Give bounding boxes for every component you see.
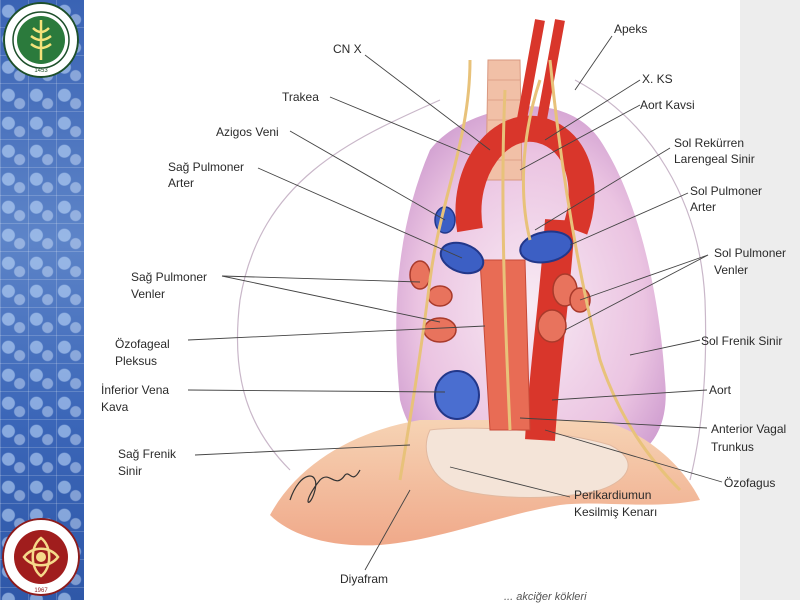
label-sag-pulmoner-arter-2: Arter bbox=[168, 176, 195, 190]
label-trakea: Trakea bbox=[282, 90, 319, 104]
label-sol-frenik-sinir: Sol Frenik Sinir bbox=[701, 334, 783, 348]
page-edge bbox=[740, 0, 800, 600]
label-perikardium-2: Kesilmiş Kenarı bbox=[574, 505, 658, 519]
svg-text:1453: 1453 bbox=[34, 68, 48, 74]
label-sag-frenik-1: Sağ Frenik bbox=[118, 447, 177, 461]
label-inferior-vena-kava-1: İnferior Vena bbox=[101, 383, 170, 397]
label-diyafram: Diyafram bbox=[340, 572, 389, 586]
label-sag-pulmoner-arter-1: Sağ Pulmoner bbox=[168, 160, 245, 174]
label-sol-rekurren-1: Sol Rekürren bbox=[674, 136, 745, 150]
label-anterior-vagal-2: Trunkus bbox=[711, 440, 754, 454]
label-sol-pulmoner-arter-2: Arter bbox=[690, 200, 717, 214]
carotid-arteries bbox=[515, 19, 565, 131]
label-aort-kavsi: Aort Kavsi bbox=[640, 98, 695, 112]
cerrahpasa-faculty-seal-icon: 1967 bbox=[2, 518, 80, 596]
left-lung-outline bbox=[574, 79, 707, 481]
label-anterior-vagal-1: Anterior Vagal bbox=[711, 422, 787, 436]
anatomy-diagram: Apeks CN X X. KS Trakea Aort Kavsi Azigo… bbox=[84, 0, 800, 603]
label-sol-pulmoner-venler-2: Venler bbox=[714, 263, 749, 277]
inferior-vena-cava bbox=[434, 370, 480, 420]
label-azigos-veni: Azigos Veni bbox=[216, 125, 279, 139]
label-perikardium-1: Perikardiumun bbox=[574, 488, 652, 502]
svg-text:1967: 1967 bbox=[34, 588, 48, 594]
istanbul-university-seal-icon: 1453 bbox=[3, 2, 79, 78]
label-ozofageal-pleksus-2: Pleksus bbox=[115, 354, 158, 368]
label-sol-pulmoner-venler-1: Sol Pulmoner bbox=[714, 246, 787, 260]
bottom-cut-caption: ... akciğer kökleri bbox=[504, 591, 587, 603]
label-sag-pulmoner-venler-2: Venler bbox=[131, 287, 166, 301]
leader-lines bbox=[187, 35, 723, 571]
artist-signature bbox=[289, 469, 361, 503]
label-sag-frenik-2: Sinir bbox=[118, 464, 143, 478]
label-cn-x: CN X bbox=[333, 42, 362, 56]
label-ozofagus: Özofagus bbox=[724, 476, 776, 490]
label-sol-rekurren-2: Larengeal Sinir bbox=[674, 152, 755, 166]
left-pulmonary-artery bbox=[519, 230, 573, 264]
label-ozofageal-pleksus-1: Özofageal bbox=[115, 337, 170, 351]
label-x-ks: X. KS bbox=[642, 72, 673, 86]
label-sol-pulmoner-arter-1: Sol Pulmoner bbox=[690, 184, 763, 198]
label-sag-pulmoner-venler-1: Sağ Pulmoner bbox=[131, 270, 208, 284]
label-aort: Aort bbox=[709, 383, 732, 397]
label-apeks: Apeks bbox=[614, 22, 648, 36]
label-inferior-vena-kava-2: Kava bbox=[101, 400, 129, 414]
sidebar-pattern bbox=[0, 0, 84, 600]
sidebar-banner: 1453 1967 bbox=[0, 0, 84, 600]
mediastinum-illustration bbox=[187, 0, 800, 600]
